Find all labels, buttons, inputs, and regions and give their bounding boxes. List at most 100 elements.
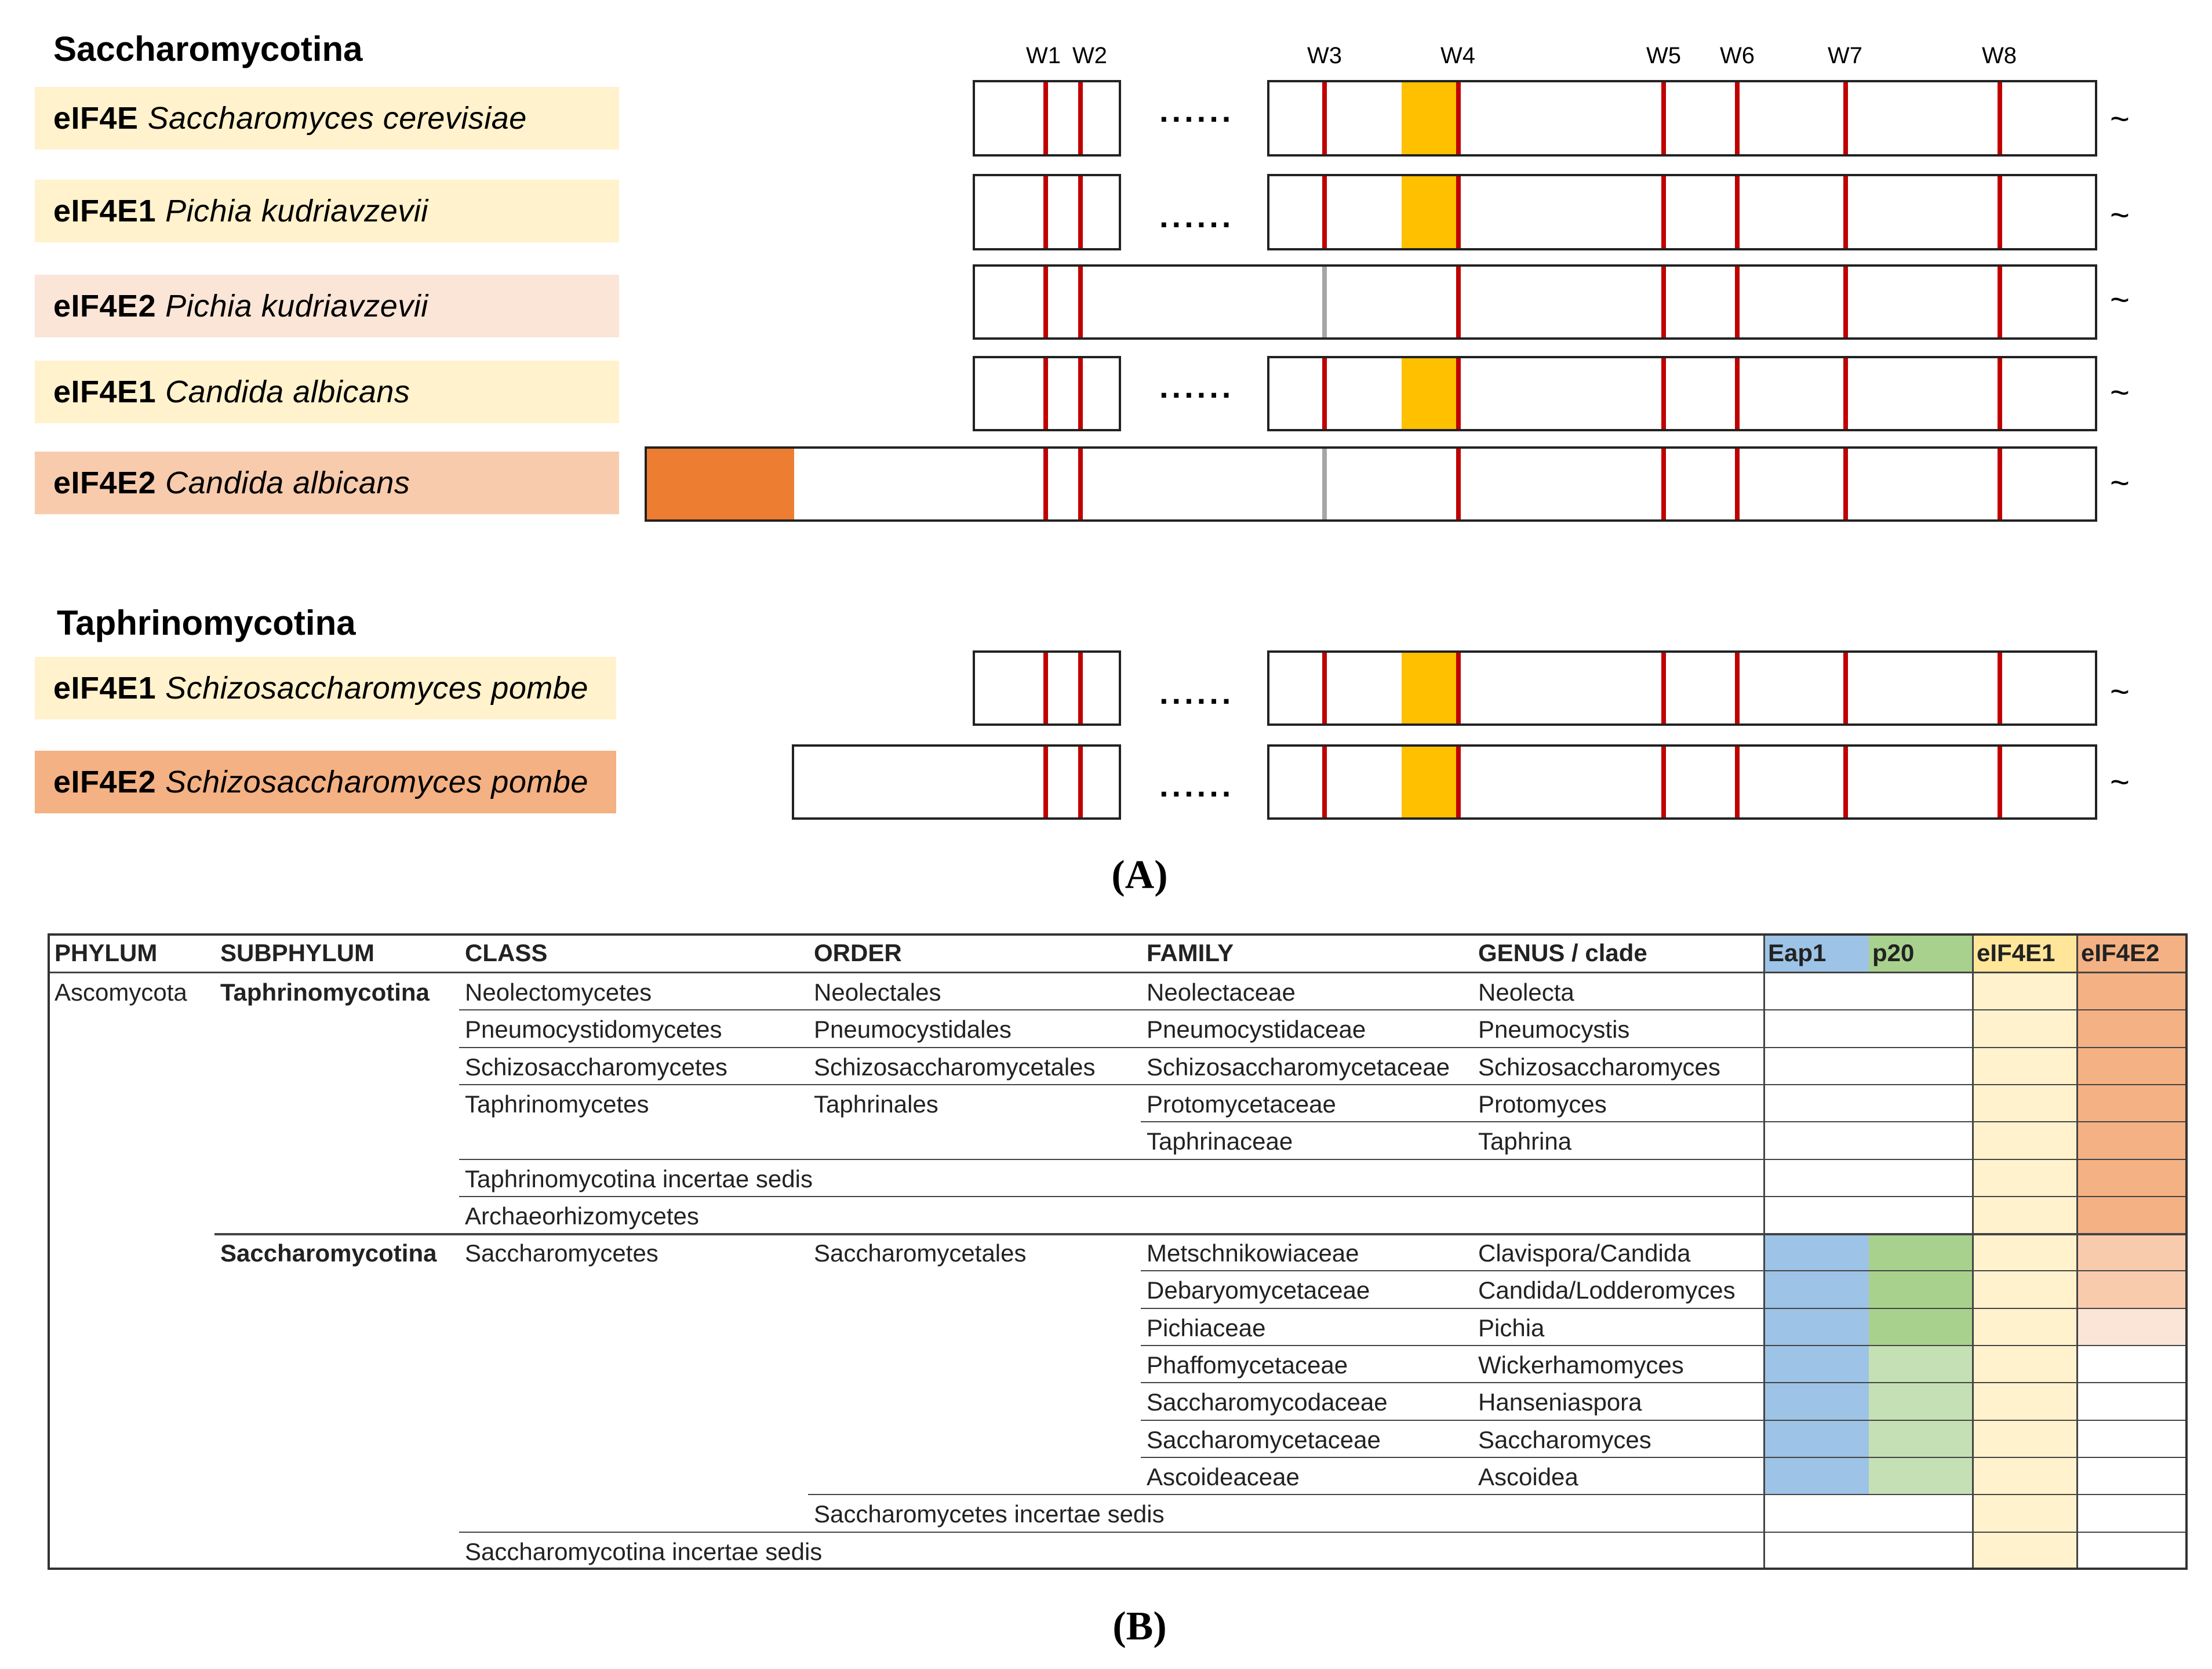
presence-cell-p20 (1869, 1420, 1973, 1458)
w6-mark (1735, 747, 1740, 817)
class-cell: Schizosaccharomycetes (465, 1053, 727, 1081)
w7-mark (1843, 449, 1848, 519)
subphylum-cell: Saccharomycotina (220, 1239, 437, 1267)
w1-mark (1043, 82, 1048, 154)
presence-cell-p20 (1869, 1383, 1973, 1421)
header-p20: p20 (1872, 939, 1915, 966)
domain-box-full (645, 446, 2097, 522)
order-cell: Neolectales (814, 979, 941, 1006)
header-phylum: PHYLUM (54, 939, 158, 966)
genus-cell: Protomyces (1478, 1090, 1607, 1118)
presence-cell-p20 (1869, 1308, 1973, 1346)
w4-mark (1456, 449, 1461, 519)
w4-mark (1456, 358, 1461, 429)
tilde: ~ (2110, 100, 2130, 138)
row-divider (1141, 1456, 2185, 1458)
family-cell: Pneumocystidaceae (1147, 1016, 1366, 1043)
presence-cell-eap1 (1764, 1308, 1869, 1346)
w8-mark (1998, 176, 2002, 248)
ellipsis: ...... (1159, 368, 1235, 405)
w1-mark (1043, 449, 1048, 519)
class-cell: Taphrinomycotina incertae sedis (465, 1165, 813, 1192)
w8-mark (1998, 653, 2002, 723)
family-cell: Metschnikowiaceae (1147, 1239, 1359, 1267)
header-genus-clade: GENUS / clade (1478, 939, 1647, 966)
genus-cell: Taphrina (1478, 1128, 1572, 1155)
tilde: ~ (2110, 197, 2130, 234)
presence-cell-eif4e1 (1973, 1308, 2078, 1346)
w3-mark (1322, 358, 1327, 429)
w8-mark (1998, 82, 2002, 154)
header-fill-eif4e1 (1973, 936, 2078, 973)
family-cell: Neolectaceae (1147, 979, 1296, 1006)
w1-label: W1 (1026, 43, 1061, 68)
header-class: CLASS (465, 939, 548, 966)
header-divider (48, 972, 2188, 973)
row-divider (1141, 1307, 2185, 1309)
presence-cell-eif4e1 (1973, 1271, 2078, 1309)
genus-cell: Hanseniaspora (1478, 1388, 1642, 1416)
row-divider (1141, 1270, 2185, 1272)
yellow-insert (1402, 176, 1460, 248)
tilde: ~ (2110, 763, 2130, 801)
w2-mark (1078, 358, 1083, 429)
domain-box-c (1267, 80, 2097, 157)
domain-box-c (1267, 744, 2097, 820)
class-cell: Archaeorhizomycetes (465, 1202, 699, 1230)
table-frame (48, 933, 2188, 1570)
n-terminal-extension (647, 449, 794, 519)
w6-mark (1735, 653, 1740, 723)
domain-box-full (973, 264, 2097, 340)
w2-label: W2 (1072, 43, 1107, 68)
w4-mark (1456, 176, 1461, 248)
class-cell: Neolectomycetes (465, 979, 652, 1006)
presence-cell-eif4e1 (1973, 1420, 2078, 1458)
column-divider (2076, 933, 2078, 1570)
w6-label: W6 (1720, 43, 1755, 68)
family-cell: Ascoideaceae (1147, 1463, 1300, 1490)
w4-mark (1456, 653, 1461, 723)
family-cell: Saccharomycodaceae (1147, 1388, 1388, 1416)
genus-cell: Neolecta (1478, 979, 1574, 1006)
subphylum-cell: Taphrinomycotina (220, 979, 430, 1006)
order-cell: Saccharomycetes incertae sedis (814, 1500, 1165, 1528)
presence-cell-eif4e1 (1973, 1234, 2078, 1272)
presence-cell-eif4e1 (1973, 1457, 2078, 1496)
w1-mark (1043, 267, 1048, 337)
family-cell: Schizosaccharomycetaceae (1147, 1053, 1450, 1081)
presence-cell-eap1 (1764, 1420, 1869, 1458)
presence-cell-p20 (1869, 1457, 1973, 1496)
presence-cell-eap1 (1764, 1457, 1869, 1496)
yellow-insert (1402, 747, 1460, 817)
header-eif4e1: eIF4E1 (1977, 939, 2055, 966)
w2-mark (1078, 653, 1083, 723)
domain-box-n (792, 744, 1121, 820)
w5-mark (1661, 358, 1666, 429)
family-cell: Protomycetaceae (1147, 1090, 1336, 1118)
w3-mark-missing (1322, 449, 1327, 519)
genus-cell: Candida/Lodderomyces (1478, 1277, 1736, 1304)
header-family: FAMILY (1147, 939, 1234, 966)
w5-mark (1661, 176, 1666, 248)
genus-cell: Saccharomyces (1478, 1426, 1651, 1453)
header-eif4e2: eIF4E2 (2081, 939, 2160, 966)
presence-cell-p20 (1869, 1234, 1973, 1272)
presence-cell-eif4e2 (2078, 1122, 2185, 1160)
presence-cell-eif4e1 (1973, 1084, 2078, 1123)
w5-mark (1661, 653, 1666, 723)
presence-cell-eap1 (1764, 1346, 1869, 1384)
w3-label: W3 (1307, 43, 1342, 68)
column-divider (1972, 933, 1974, 1570)
w8-mark (1998, 747, 2002, 817)
order-cell: Taphrinales (814, 1090, 938, 1118)
genus-cell: Pneumocystis (1478, 1016, 1630, 1043)
w5-label: W5 (1646, 43, 1681, 68)
header-eap1: Eap1 (1768, 939, 1827, 966)
w7-mark (1843, 267, 1848, 337)
w3-mark (1322, 653, 1327, 723)
presence-cell-eif4e2 (2078, 1234, 2185, 1272)
yellow-insert (1402, 82, 1460, 154)
